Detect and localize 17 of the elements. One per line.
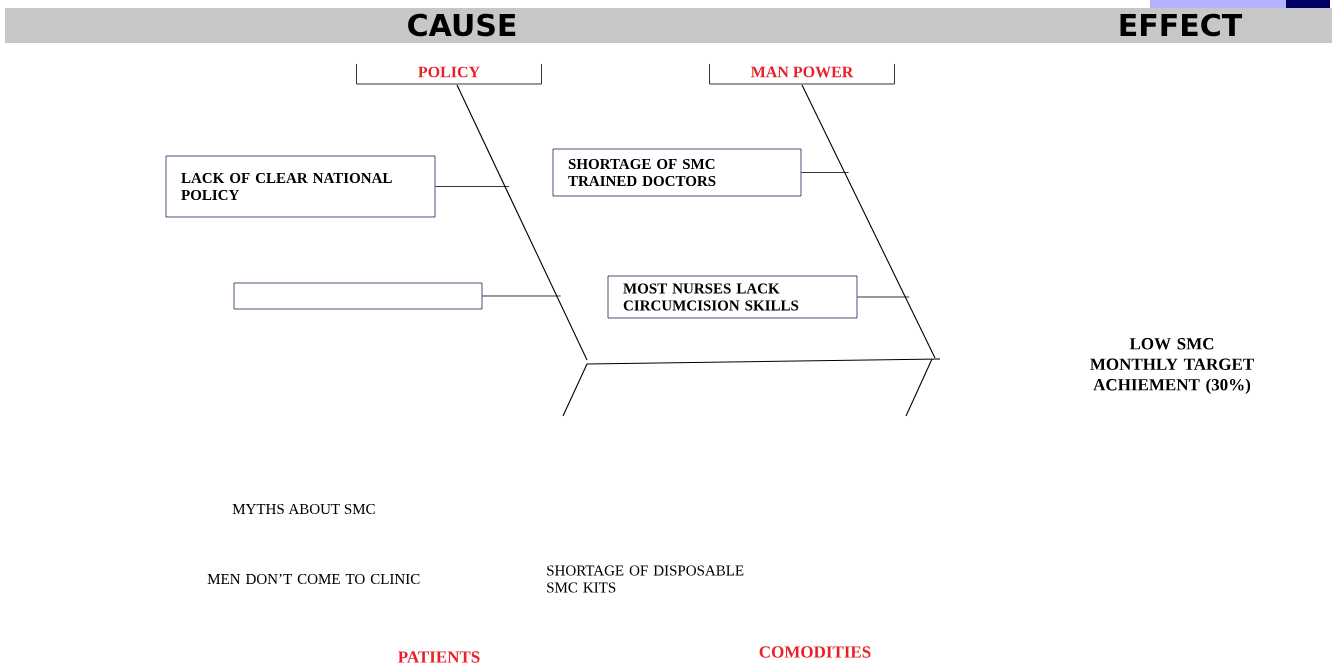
category-bracket: MAN POWER (709, 63, 895, 85)
connector-line (434, 186, 510, 187)
connector-line (856, 296, 910, 298)
cause-box: LACK OF CLEAR NATIONAL POLICY (165, 155, 436, 218)
cause-text: MEN DON’T COME TO CLINIC (207, 573, 420, 585)
cause-box: MOST NURSES LACK CIRCUMCISION SKILLS (607, 275, 858, 319)
connector-line (481, 295, 562, 297)
category-label: PATIENTS (398, 651, 480, 663)
effect-label: LOW SMC MONTHLY TARGET ACHIEMENT (30%) (1090, 338, 1254, 394)
header-label: EFFECT (1120, 13, 1243, 37)
empty-box (233, 282, 483, 310)
cause-text: MYTHS ABOUT SMC (232, 503, 375, 515)
category-label: COMODITIES (759, 646, 871, 658)
cause-box: SHORTAGE OF SMC TRAINED DOCTORS (552, 148, 802, 197)
connector-line (800, 172, 849, 173)
cause-text: SHORTAGE OF DISPOSABLE SMC KITS (547, 565, 744, 593)
category-bracket: POLICY (356, 63, 542, 85)
